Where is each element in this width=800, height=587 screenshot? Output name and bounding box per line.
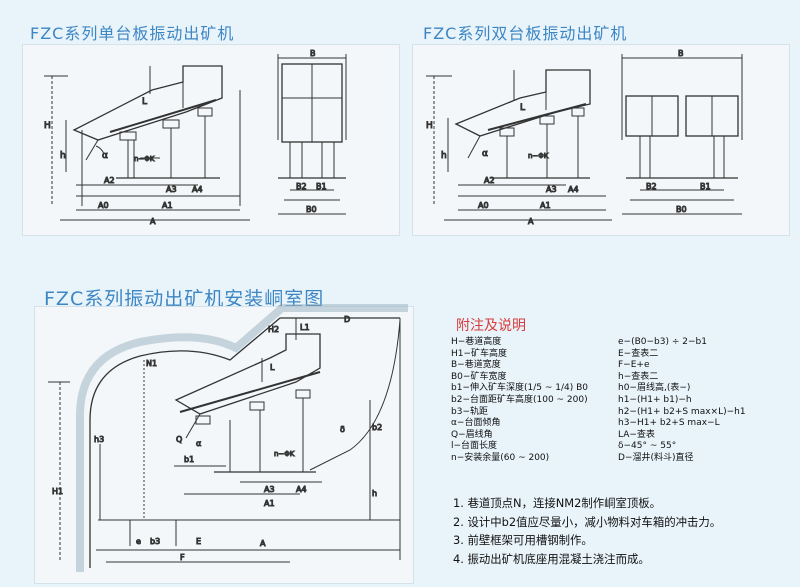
label-N1: N1	[146, 359, 157, 368]
installation-drawing-panel	[34, 306, 414, 584]
label-L-single: L	[142, 97, 147, 107]
label-bolts-single: n−ΦK	[134, 155, 155, 163]
single-side-view	[44, 65, 250, 221]
remarks-list: 1. 巷道顶点N，连接NM2制作峒室顶板。 2. 设计中b2值应尽量小，减小物料…	[453, 494, 721, 568]
label-D: D	[344, 315, 350, 324]
label-E: E	[196, 537, 201, 546]
label-b3: b3	[150, 537, 160, 546]
label-A-single: A	[150, 217, 156, 226]
label-alpha-single: α	[102, 151, 108, 161]
label-B1-double: B1	[700, 182, 711, 191]
note-item: l−台面长度	[451, 441, 498, 452]
label-A2-single: A2	[104, 176, 115, 185]
label-B2-single: B2	[296, 182, 307, 191]
note-item: b1−伸入矿车深度(1/5 ~ 1/4) B0	[451, 383, 588, 394]
label-A4-single: A4	[192, 185, 203, 194]
label-L1: L1	[300, 323, 310, 332]
label-L-double: L	[520, 103, 525, 113]
note-item: e−(B0−b3) ÷ 2−b1	[618, 337, 707, 347]
label-A0-single: A0	[98, 201, 109, 210]
remark-item: 3. 前壁框架可用槽钢制作。	[453, 533, 593, 547]
note-item: α−台面倾角	[451, 418, 501, 429]
installation-view	[48, 304, 408, 572]
label-A-install: A	[260, 539, 266, 548]
label-B0-single: B0	[306, 205, 317, 214]
label-b1: b1	[184, 455, 194, 464]
note-item: h0−眉线高,(表−)	[618, 383, 691, 394]
label-B-single: B	[310, 49, 316, 58]
label-h-single: h	[60, 151, 66, 161]
note-item: Q−眉线角	[451, 429, 493, 440]
note-item: h2−(H1+ b2+S max×L)−h1	[618, 406, 746, 417]
label-B-double: B	[678, 49, 684, 58]
note-item: δ−45° ~ 55°	[618, 441, 677, 452]
label-alpha-double: α	[482, 149, 488, 159]
notes-title: 附注及说明	[456, 318, 526, 334]
label-bolts-double: n−ΦK	[528, 152, 549, 160]
label-A3-install: A3	[264, 485, 275, 494]
label-b2: b2	[372, 423, 382, 432]
title-installation-chamber: FZC系列振动出矿机安装峒室图	[44, 288, 325, 310]
label-e: e	[136, 537, 141, 546]
double-plate-drawing-panel	[412, 44, 790, 236]
label-h3: h3	[94, 435, 104, 444]
note-item: H−巷道高度	[451, 337, 502, 347]
label-H1: H1	[52, 487, 63, 496]
single-front-view	[277, 54, 347, 215]
note-item: b3−轨距	[451, 406, 488, 417]
note-item: B−巷道宽度	[451, 360, 501, 371]
label-L-install: L	[270, 363, 275, 372]
label-A4-double: A4	[568, 185, 579, 194]
label-h-install: h	[372, 489, 377, 498]
label-A1-double: A1	[540, 201, 551, 210]
label-H-single: H	[44, 121, 51, 131]
label-A-double: A	[528, 217, 534, 226]
label-A3-double: A3	[546, 185, 557, 194]
notes-right-column: e−(B0−b3) ÷ 2−b1 E−查表二 F−E+e h−查表二 h0−眉线…	[618, 337, 746, 465]
double-side-view	[426, 69, 612, 221]
label-B2-double: B2	[646, 182, 657, 191]
label-B1-single: B1	[316, 182, 327, 191]
label-H2: H2	[268, 325, 279, 334]
label-A1-single: A1	[162, 201, 173, 210]
note-item: h3−H1+ b2+S max−L	[618, 418, 720, 429]
label-B0-double: B0	[676, 205, 687, 214]
note-item: h−查表二	[618, 371, 659, 382]
label-A0-double: A0	[478, 201, 489, 210]
label-A3-single: A3	[166, 185, 177, 194]
notes-left-column: H−巷道高度 H1−矿车高度 B−巷道宽度 B0−矿车宽度 b1−伸入矿车深度(…	[451, 337, 588, 465]
label-A1-install: A1	[264, 499, 275, 508]
note-item: F−E+e	[618, 360, 650, 371]
remark-item: 1. 巷道顶点N，连接NM2制作峒室顶板。	[453, 496, 662, 510]
label-H-double: H	[426, 121, 433, 131]
label-A4-install: A4	[296, 485, 307, 494]
label-Q: Q	[176, 435, 182, 444]
remark-item: 4. 振动出矿机底座用混凝土浇注而成。	[453, 551, 650, 566]
label-h-double: h	[441, 151, 447, 161]
note-item: LA−查表	[618, 429, 655, 440]
label-alpha-install: α	[196, 439, 201, 448]
note-item: B0−矿车宽度	[451, 371, 507, 382]
label-bolts-install: n−ΦK	[274, 450, 295, 458]
note-item: h1−(H1+ b1)−h	[618, 394, 692, 405]
note-item: n−安装余量(60 ~ 200)	[451, 452, 550, 463]
title-double-plate: FZC系列双台板振动出矿机	[423, 24, 628, 43]
double-front-view	[621, 54, 743, 215]
title-single-plate: FZC系列单台板振动出矿机	[30, 24, 235, 43]
label-delta: δ	[340, 425, 345, 434]
single-plate-drawing-panel	[22, 44, 400, 236]
label-A2-double: A2	[484, 176, 495, 185]
note-item: b2−台面距矿车高度(100 ~ 200)	[451, 394, 588, 405]
remark-item: 2. 设计中b2值应尽量小，减小物料对车箱的冲击力。	[453, 514, 722, 529]
note-item: D−溜井(料斗)直径	[618, 452, 694, 463]
label-F: F	[180, 553, 185, 562]
note-item: H1−矿车高度	[451, 348, 508, 359]
note-item: E−查表二	[618, 348, 659, 359]
